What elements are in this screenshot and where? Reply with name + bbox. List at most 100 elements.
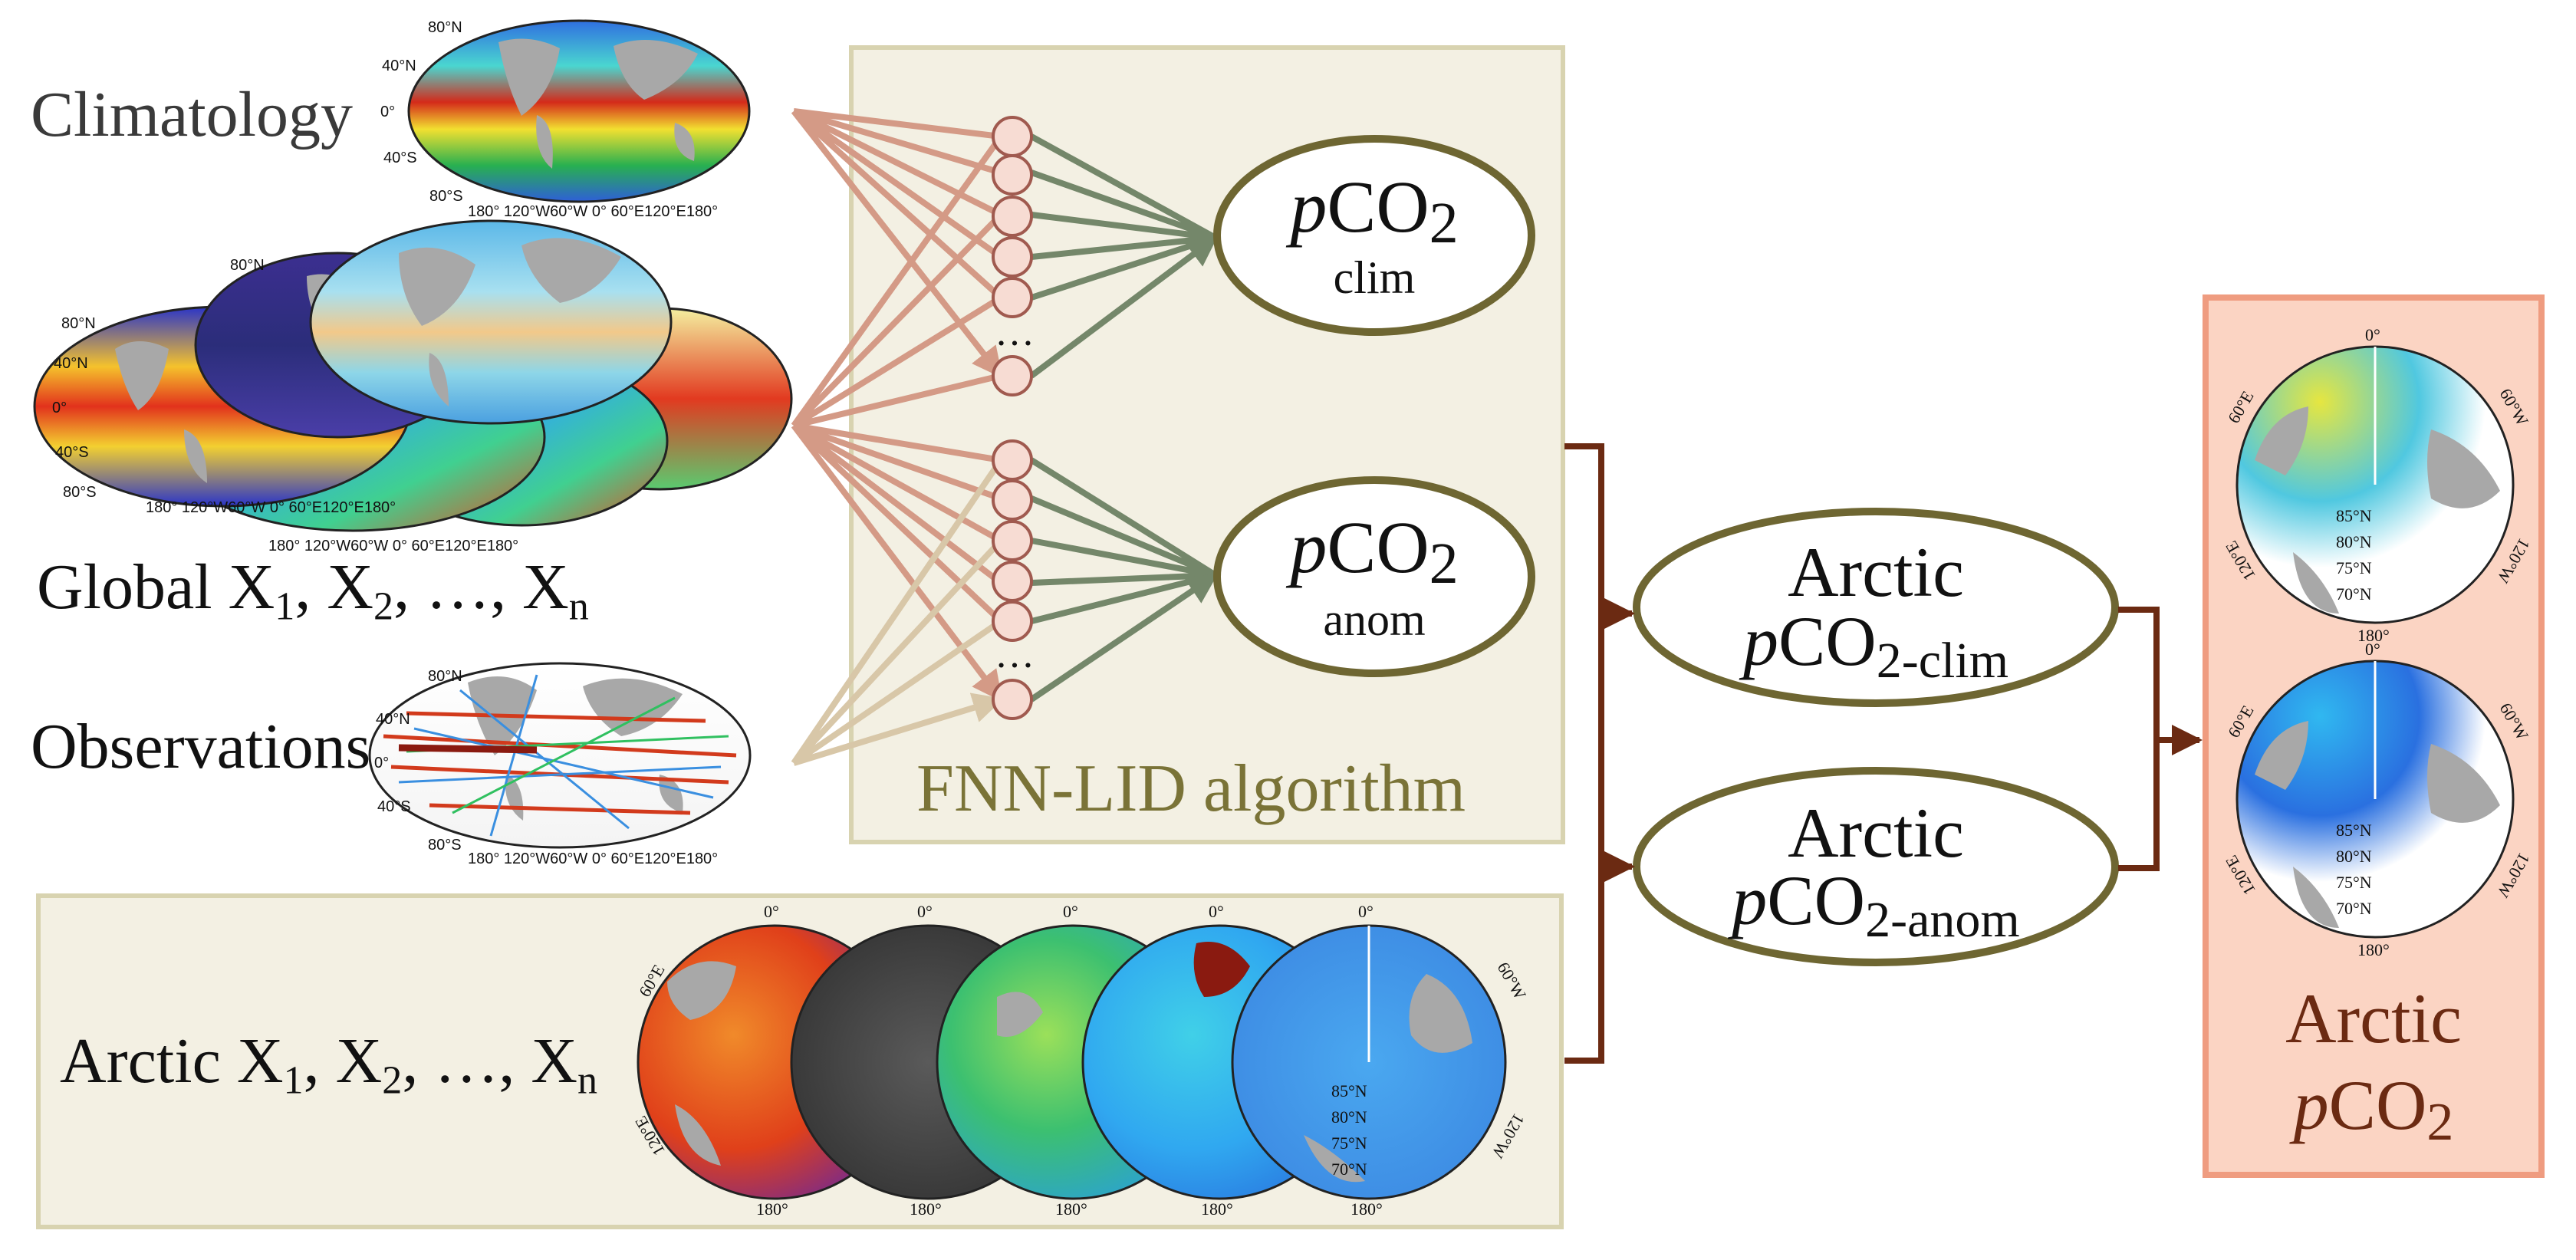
neuron <box>992 679 1033 720</box>
global-map-pastel <box>309 219 673 425</box>
subscript: 1 <box>283 1058 304 1103</box>
subscript: 2 <box>373 584 394 629</box>
p-symbol: p <box>1290 506 1327 588</box>
connector-lines <box>1564 443 2203 1064</box>
neuron <box>992 520 1033 561</box>
network-output-arrows <box>1029 133 1216 702</box>
neuron <box>992 236 1033 278</box>
polar-1-top: 0° <box>764 902 779 921</box>
arctic-pco2-clim-node <box>1633 508 2119 707</box>
obs-map-lat-40s: 40°S <box>377 798 411 815</box>
out-polar-1-top: 0° <box>2365 325 2380 344</box>
neuron <box>992 439 1033 481</box>
clim-map-lat-40s: 40°S <box>383 150 417 166</box>
neuron <box>992 154 1033 196</box>
two-symbol: 2 <box>1429 531 1459 596</box>
climatology-map-land <box>498 38 698 169</box>
subscript: 1 <box>275 584 295 629</box>
separator: , X <box>303 1025 383 1097</box>
polar-5-ring-80: 80°N <box>1331 1107 1367 1127</box>
co-symbol: CO <box>1767 861 1866 939</box>
polar-5-ring-70: 70°N <box>1331 1160 1367 1179</box>
polar-3-bottom: 180° <box>1055 1199 1087 1219</box>
algorithm-label: FNN-LID algorithm <box>916 752 1466 826</box>
arctic-clim-title: Arctic <box>1788 533 1964 611</box>
arctic-prefix: Arctic X <box>60 1025 284 1097</box>
input-arrows <box>791 108 1001 766</box>
polar-5-ring-75: 75°N <box>1331 1133 1367 1153</box>
neuron-layer-anom <box>992 439 1033 720</box>
climatology-map <box>407 19 751 203</box>
p-symbol: p <box>1732 861 1768 939</box>
obs-map-lat-40n: 40°N <box>376 711 410 728</box>
out-polar-2-ring-75: 75°N <box>2336 873 2372 892</box>
out-polar-2-ring-70: 70°N <box>2336 899 2372 918</box>
p-symbol: p <box>1290 166 1327 248</box>
neuron-dots-clim: … <box>995 311 1035 354</box>
arctic-inputs-label: Arctic X1, X2, …, Xn <box>60 1029 597 1101</box>
out-polar-1-ring-70: 70°N <box>2336 584 2372 604</box>
out-polar-2-ring-85: 85°N <box>2336 821 2372 840</box>
observations-map <box>368 662 752 849</box>
polar-4-bottom: 180° <box>1201 1199 1233 1219</box>
arctic-anom-title: Arctic <box>1788 794 1964 872</box>
polar-5-ring-85: 85°N <box>1331 1081 1367 1100</box>
subscript: n <box>577 1058 598 1103</box>
polar-5-bottom: 180° <box>1351 1199 1383 1219</box>
neuron <box>992 277 1033 318</box>
two-anom-subscript: 2-anom <box>1865 892 2020 948</box>
polar-2-top: 0° <box>917 902 933 921</box>
two-symbol: 2 <box>2426 1093 2454 1152</box>
subscript: n <box>568 584 589 629</box>
climatology-label: Climatology <box>31 79 353 150</box>
separator: , X <box>294 551 374 623</box>
arctic-output-formula: pCO2 <box>2209 1070 2538 1150</box>
clim-map-lat-80n: 80°N <box>428 19 462 36</box>
neuron <box>992 479 1033 521</box>
polar-1-bottom: 180° <box>756 1199 788 1219</box>
neuron <box>992 561 1033 602</box>
global-map-lat-80s: 80°S <box>63 484 97 501</box>
arctic-input-maps <box>637 924 1507 1200</box>
polar-2-bottom: 180° <box>910 1199 942 1219</box>
co-symbol: CO <box>1778 602 1877 680</box>
global-inputs-label: Global X1, X2, …, Xn <box>37 555 589 627</box>
clim-map-lon: 180° 120°W60°W 0° 60°E120°E180° <box>468 203 719 220</box>
out-polar-1-ring-85: 85°N <box>2336 506 2372 525</box>
global-prefix: Global X <box>37 551 275 623</box>
obs-map-lon: 180° 120°W60°W 0° 60°E120°E180° <box>468 850 719 867</box>
out-polar-2-bottom: 180° <box>2357 940 2390 959</box>
neuron-dots-anom: … <box>995 633 1035 676</box>
pco2-clim-node <box>1213 135 1535 336</box>
out-polar-1-ring-80: 80°N <box>2336 532 2372 551</box>
p-symbol: p <box>1742 602 1778 680</box>
global-inputs-maps <box>33 219 793 532</box>
observations-label: Observations <box>31 711 371 782</box>
two-clim-subscript: 2-clim <box>1876 633 2009 689</box>
pco2-anom-label: pCO2 <box>1288 511 1460 596</box>
pco2-anom-node <box>1213 476 1535 677</box>
pco2-clim-label: pCO2 <box>1288 170 1460 255</box>
out-polar-1-bottom: 180° <box>2357 626 2390 645</box>
arctic-output-maps <box>2235 345 2515 939</box>
neuron <box>992 116 1033 157</box>
polar-4-top: 0° <box>1209 902 1224 921</box>
clim-map-lat-80s: 80°S <box>429 188 463 205</box>
global-map-lon-b: 180° 120°W60°W 0° 60°E120°E180° <box>268 538 519 554</box>
polar-5-top: 0° <box>1358 902 1374 921</box>
neuron <box>992 196 1033 237</box>
two-symbol: 2 <box>1429 191 1459 255</box>
global-map-lat-0: 0° <box>52 400 67 416</box>
p-symbol: p <box>2293 1066 2329 1144</box>
co-symbol: CO <box>1327 166 1429 248</box>
arctic-anom-formula: pCO2-anom <box>1649 865 2103 946</box>
global-map-lon: 180° 120°W60°W 0° 60°E120°E180° <box>146 499 396 516</box>
global-map-lat-40s: 40°S <box>55 444 89 461</box>
clim-map-lat-40n: 40°N <box>382 58 416 74</box>
pco2-clim-sub: clim <box>1333 252 1416 303</box>
global-map-lat-40n: 40°N <box>54 355 88 372</box>
out-polar-1-ring-75: 75°N <box>2336 558 2372 577</box>
pco2-anom-sub: anom <box>1323 594 1426 645</box>
global-map-lat-80n: 80°N <box>230 257 265 274</box>
